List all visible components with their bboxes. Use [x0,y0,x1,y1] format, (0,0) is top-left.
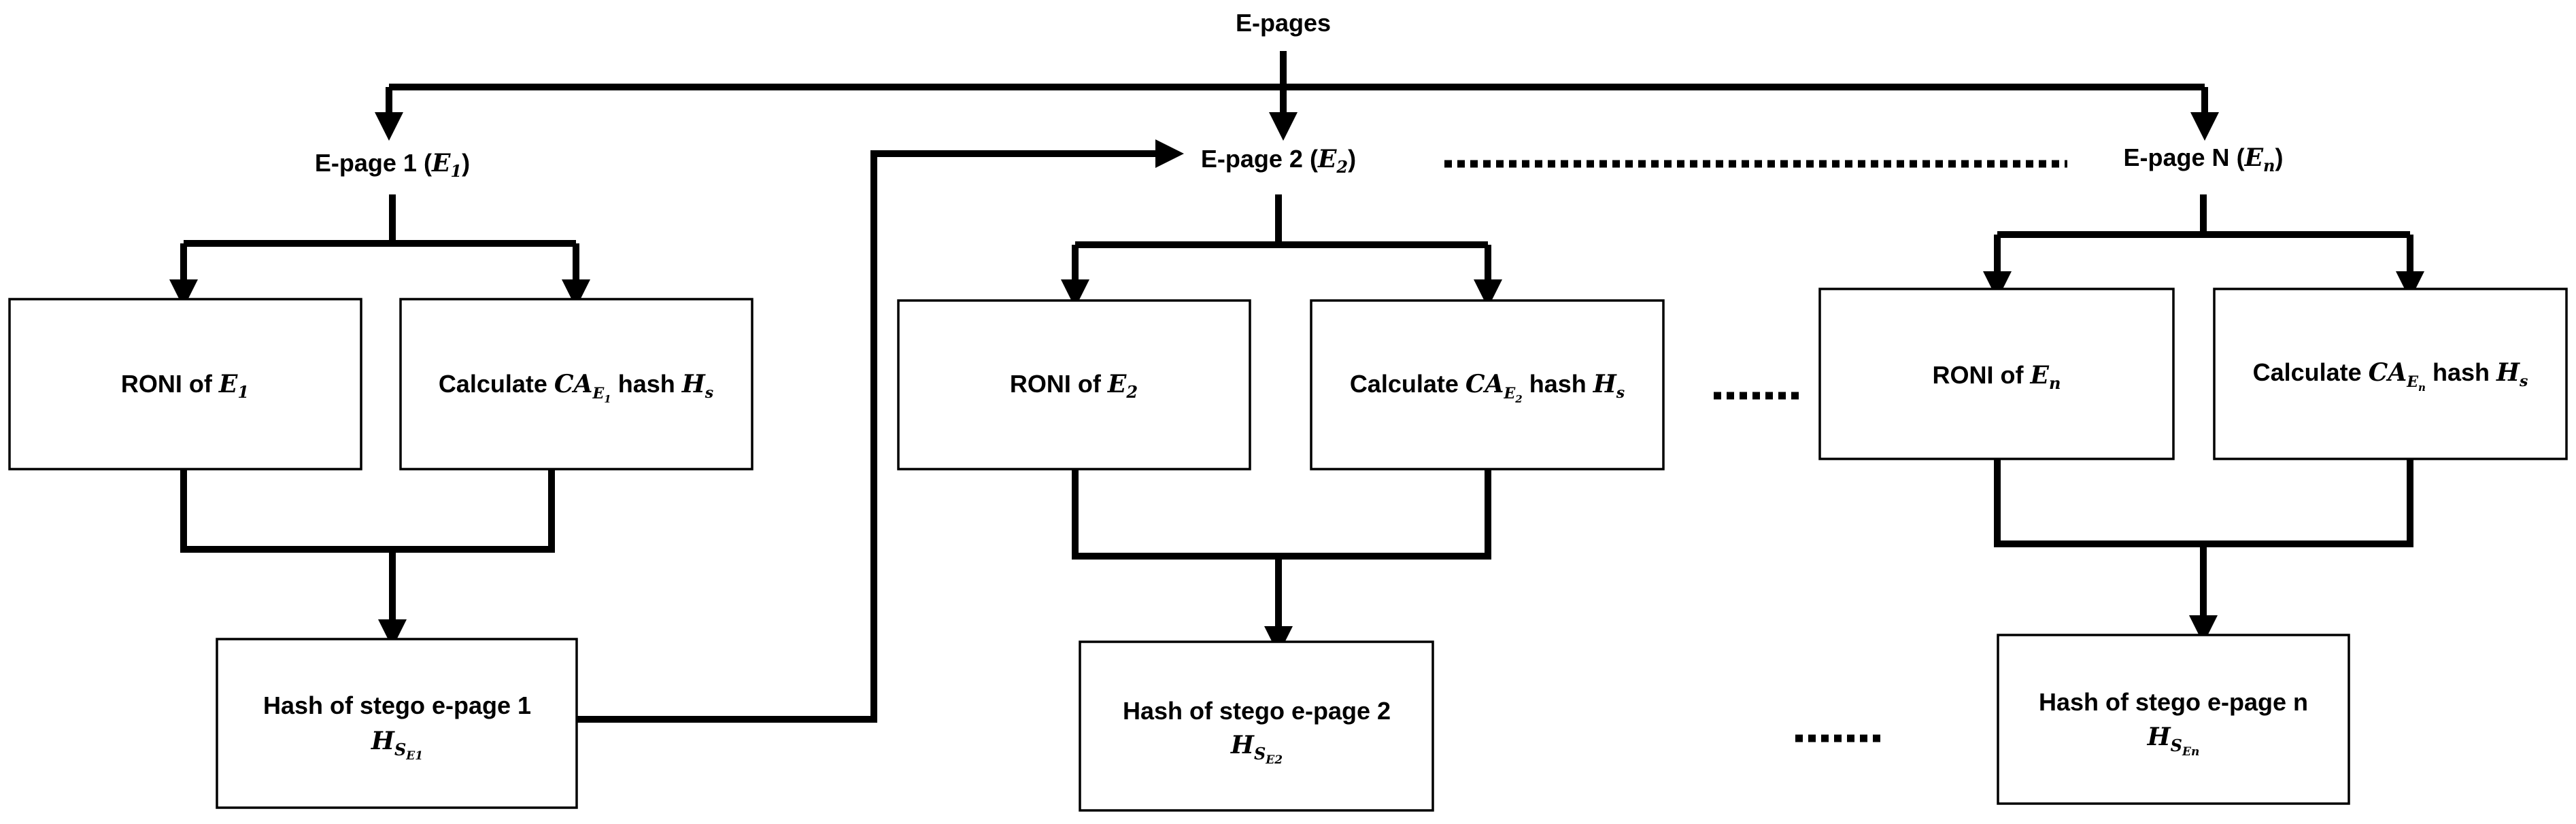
page-title-1: E-page 1 (E1) [315,149,470,181]
result-box-n [1997,634,2350,805]
chain-result-1-to-page-2 [577,139,1184,723]
calc-label-2: Calculate CAE2 hash Hs [1350,370,1625,405]
result-label-2: Hash of stego e-page 2 [1123,697,1391,725]
result-symbol-2: HSE2 [1230,731,1283,767]
roni-box-1 [8,298,362,470]
calc-box-n [2213,288,2568,460]
roni-box-n [1818,288,2175,460]
page-title-n: E-page N (En) [2124,143,2284,175]
roni-box-2 [897,299,1251,470]
roni-label-2: RONI of E2 [1010,370,1138,402]
calc-box-1 [399,298,753,470]
result-box-1 [216,638,578,809]
result-symbol-n: HSEn [2147,723,2200,759]
boxes [8,288,2568,812]
roni-label-n: RONI of En [1933,361,2061,393]
calc-label-n: Calculate CAEn hash Hs [2253,358,2528,394]
calc-box-2 [1310,299,1665,470]
result-label-n: Hash of stego e-page n [2039,688,2308,716]
result-label-1: Hash of stego e-page 1 [263,691,531,719]
roni-label-1: RONI of E1 [121,370,249,402]
labels: E-pages E-page 1 (E1) E-page 2 (E2) E-pa… [121,9,2528,767]
connectors [169,51,2424,742]
root-label: E-pages [1236,9,1331,37]
page-2-merge [1072,469,1491,560]
page-1-merge [180,469,555,553]
page-n-merge [1994,459,2413,547]
result-symbol-1: HSE1 [371,727,423,763]
page-title-2: E-page 2 (E2) [1201,145,1356,177]
calc-label-1: Calculate CAE1 hash Hs [439,370,713,405]
result-box-2 [1079,640,1434,812]
